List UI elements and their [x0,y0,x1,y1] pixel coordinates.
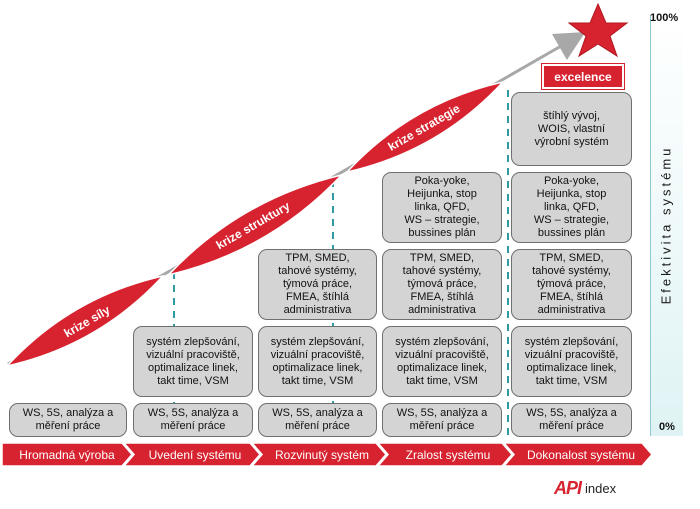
star-icon [567,2,629,58]
box-improvement: systém zlepšování, vizuální pracoviště, … [382,326,502,397]
crisis-lens-3 [344,80,506,174]
box-tpm: TPM, SMED, tahové systémy, týmová práce,… [258,249,377,320]
crisis-lens-1 [4,274,166,368]
box-ws: WS, 5S, analýza a měření práce [133,403,253,437]
axis-top-label: 100% [650,12,679,24]
chevron-shape [122,442,261,467]
box-improvement: systém zlepšování, vizuální pracoviště, … [511,326,632,397]
chevron-shape [250,442,387,467]
box-ws: WS, 5S, analýza a měření práce [382,403,502,437]
box-pokayoke: Poka-yoke, Heijunka, stop linka, QFD, WS… [382,172,502,243]
chevron-shape [502,442,653,467]
chevron-shape [1,442,133,467]
box-ws: WS, 5S, analýza a měření práce [258,403,377,437]
stage-label-1: Hromadná výroba [19,447,115,462]
api-logo: API index [554,478,616,499]
stage-label-2: Uvedení systému [148,447,242,462]
box-lean: štíhlý vývoj, WOIS, vlastní výrobní syst… [511,92,632,166]
box-pokayoke: Poka-yoke, Heijunka, stop linka, QFD, WS… [511,172,632,243]
stage-chevrons [1,442,653,467]
axis-title: Efektivita systému [658,145,674,305]
chevron-shape [376,442,513,467]
box-improvement: systém zlepšování, vizuální pracoviště, … [258,326,377,397]
logo-mark: API [554,478,582,498]
box-improvement: systém zlepšování, vizuální pracoviště, … [133,326,253,397]
stage-label-4: Zralost systému [405,447,491,462]
box-ws: WS, 5S, analýza a měření práce [511,403,632,437]
stage-label-3: Rozvinutý systém [274,447,370,462]
logo-text: index [585,481,617,496]
box-tpm: TPM, SMED, tahové systémy, týmová práce,… [382,249,502,320]
box-tpm: TPM, SMED, tahové systémy, týmová práce,… [511,249,632,320]
efficiency-axis [650,15,683,436]
box-ws: WS, 5S, analýza a měření práce [9,403,127,437]
axis-bottom-label: 0% [659,421,675,433]
stage-label-5: Dokonalost systému [526,447,636,462]
excelence-label: excelence [541,63,625,90]
